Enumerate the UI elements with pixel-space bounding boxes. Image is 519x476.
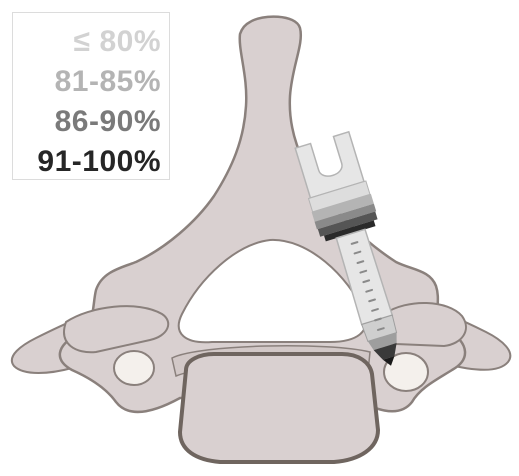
legend-item-91-100: 91-100%	[37, 145, 161, 179]
legend: ≤ 80% 81-85% 86-90% 91-100%	[12, 12, 170, 180]
vertebral-body	[180, 354, 378, 462]
legend-item-80-or-less: ≤ 80%	[74, 25, 161, 59]
legend-item-81-85: 81-85%	[55, 65, 161, 99]
left-transverse-foramen	[114, 351, 154, 385]
legend-item-86-90: 86-90%	[55, 105, 161, 139]
